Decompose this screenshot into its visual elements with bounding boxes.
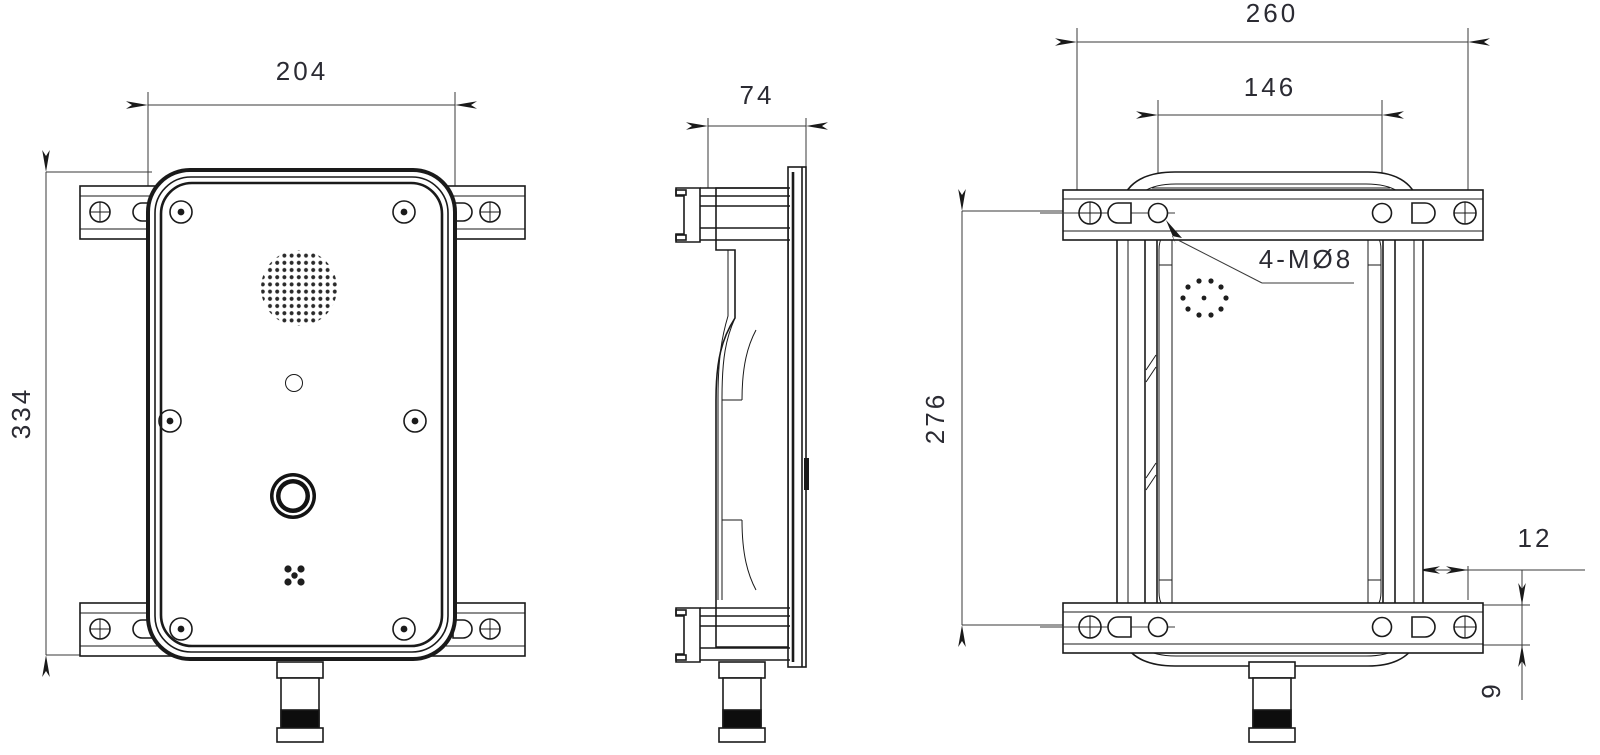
callout-label-4-m8: 4-MØ8 bbox=[1259, 244, 1353, 274]
dimension-label-334: 334 bbox=[6, 387, 36, 439]
dimension-276: 276 bbox=[920, 189, 1070, 647]
screw-top-right bbox=[392, 200, 416, 224]
callout-4-m8: 4-MØ8 bbox=[1166, 220, 1354, 284]
side-view: 74 bbox=[675, 80, 828, 743]
enclosure-body-front bbox=[146, 168, 457, 661]
microphone-icon bbox=[284, 565, 305, 586]
dimension-260: 260 bbox=[1055, 0, 1490, 215]
dimension-label-12: 12 bbox=[1518, 523, 1553, 553]
cable-gland-side bbox=[718, 661, 766, 743]
dimension-146: 146 bbox=[1136, 72, 1404, 215]
mounting-bracket-bottom bbox=[1040, 602, 1484, 654]
front-view: 204 334 bbox=[6, 56, 526, 743]
rear-view: 260 146 276 12 bbox=[920, 0, 1585, 743]
rear-vent-icon bbox=[1180, 278, 1229, 318]
din-rail-bottom-side bbox=[675, 607, 790, 663]
dimension-label-74: 74 bbox=[740, 80, 775, 110]
corner-screws-front bbox=[158, 200, 427, 641]
dimension-label-204: 204 bbox=[276, 56, 328, 86]
din-rail-top-side bbox=[675, 187, 790, 243]
faceplate-side bbox=[787, 166, 809, 668]
dimension-9: 9 bbox=[1468, 570, 1530, 700]
call-button-icon bbox=[270, 473, 316, 519]
led-indicator-icon bbox=[285, 374, 303, 392]
dimension-label-9: 9 bbox=[1476, 681, 1506, 698]
dimension-label-276: 276 bbox=[920, 392, 950, 444]
cable-gland-rear bbox=[1248, 661, 1296, 743]
enclosure-body-side bbox=[715, 187, 789, 648]
cable-gland-front bbox=[276, 661, 324, 743]
screw-mid-right bbox=[403, 409, 427, 433]
speaker-grille-icon bbox=[261, 250, 337, 326]
dimension-334: 334 bbox=[6, 150, 152, 677]
dimension-204: 204 bbox=[126, 56, 477, 186]
screw-mid-left bbox=[158, 409, 182, 433]
mounting-bracket-top bbox=[1040, 189, 1484, 241]
dimension-12: 12 bbox=[1405, 523, 1585, 600]
dimension-label-146: 146 bbox=[1244, 72, 1296, 102]
screw-bottom-left bbox=[169, 617, 193, 641]
dimension-74: 74 bbox=[686, 80, 828, 200]
dimension-label-260: 260 bbox=[1246, 0, 1298, 28]
screw-top-left bbox=[169, 200, 193, 224]
screw-bottom-right bbox=[392, 617, 416, 641]
enclosure-body-rear bbox=[1116, 171, 1424, 667]
